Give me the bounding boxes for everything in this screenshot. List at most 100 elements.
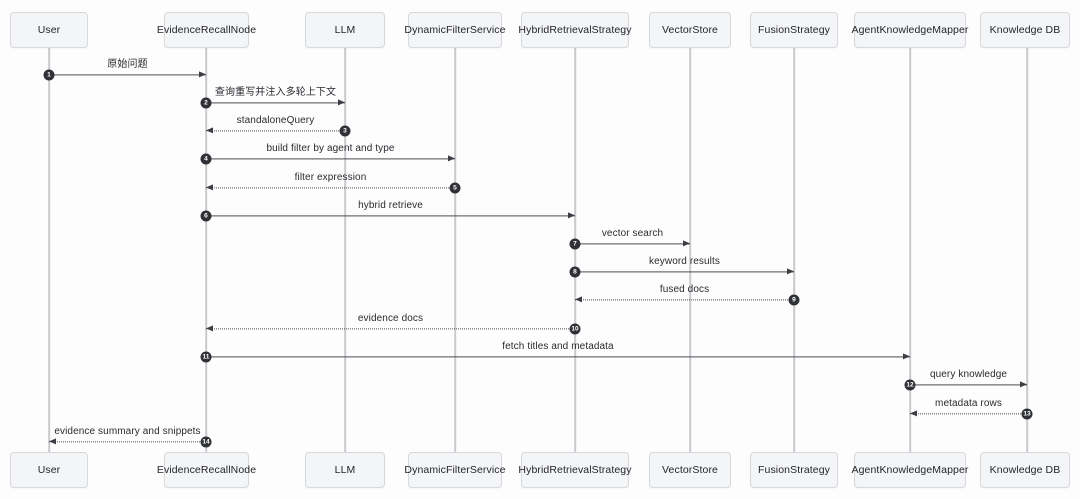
header-participant-hybrid_retrieval_strategy[interactable]: HybridRetrievalStrategy: [518, 12, 632, 48]
footer-participant-llm[interactable]: LLM: [305, 452, 385, 488]
arrowhead-4: [448, 155, 455, 162]
footer-participant-dynamic_filter_service[interactable]: DynamicFilterService: [404, 452, 505, 488]
message-line-9: [575, 299, 794, 301]
footer-participant-evidence_recall_node[interactable]: EvidenceRecallNode: [157, 452, 256, 488]
lifeline-fusion_strategy: [793, 47, 795, 452]
sequence-badge-13: 13: [1021, 408, 1033, 420]
participant-label: User: [37, 24, 61, 36]
lifeline-user: [48, 47, 50, 452]
sequence-badge-7: 7: [569, 238, 581, 250]
lifeline-llm: [344, 47, 346, 452]
footer-participant-knowledge_db[interactable]: Knowledge DB: [980, 452, 1070, 488]
sequence-badge-14: 14: [200, 436, 212, 448]
arrowhead-1: [199, 71, 206, 78]
header-participant-dynamic_filter_service[interactable]: DynamicFilterService: [404, 12, 505, 48]
lifeline-vector_store: [689, 47, 691, 452]
sequence-badge-4: 4: [200, 153, 212, 165]
arrowhead-6: [568, 212, 575, 219]
message-label-7: vector search: [601, 228, 664, 239]
message-label-13: metadata rows: [935, 398, 1002, 409]
participant-label: DynamicFilterService: [404, 464, 506, 476]
participant-label: FusionStrategy: [757, 24, 831, 36]
message-label-5: filter expression: [294, 172, 367, 183]
sequence-badge-8: 8: [569, 266, 581, 278]
message-label-12: query knowledge: [929, 369, 1008, 380]
participant-label: VectorStore: [662, 464, 718, 476]
lifeline-knowledge_db: [1026, 47, 1028, 452]
participant-label: AgentKnowledgeMapper: [851, 464, 969, 476]
message-label-8: keyword results: [649, 256, 720, 267]
header-participant-fusion_strategy[interactable]: FusionStrategy: [750, 12, 838, 48]
footer-participant-hybrid_retrieval_strategy[interactable]: HybridRetrievalStrategy: [518, 452, 632, 488]
message-line-6: [206, 215, 575, 217]
header-participant-agent_knowledge_mapper[interactable]: AgentKnowledgeMapper: [851, 12, 969, 48]
arrowhead-5: [206, 184, 213, 191]
arrowhead-9: [575, 296, 582, 303]
participant-label: EvidenceRecallNode: [156, 24, 257, 36]
message-line-2: [206, 102, 345, 104]
sequence-badge-3: 3: [339, 125, 351, 137]
arrowhead-2: [338, 99, 345, 106]
participant-label: VectorStore: [662, 24, 718, 36]
lifeline-evidence_recall_node: [205, 47, 207, 452]
message-line-14: [49, 441, 206, 443]
message-line-8: [575, 271, 794, 273]
participant-label: EvidenceRecallNode: [156, 464, 257, 476]
arrowhead-13: [910, 410, 917, 417]
footer-participant-agent_knowledge_mapper[interactable]: AgentKnowledgeMapper: [851, 452, 969, 488]
message-line-7: [575, 243, 690, 245]
participant-label: User: [37, 464, 61, 476]
message-line-5: [206, 187, 455, 189]
sequence-badge-6: 6: [200, 210, 212, 222]
participant-label: AgentKnowledgeMapper: [851, 24, 969, 36]
arrowhead-3: [206, 127, 213, 134]
message-label-10: evidence docs: [357, 313, 424, 324]
message-label-14: evidence summary and snippets: [54, 426, 201, 437]
message-label-3: standaloneQuery: [236, 115, 315, 126]
header-participant-llm[interactable]: LLM: [305, 12, 385, 48]
footer-participant-user[interactable]: User: [10, 452, 88, 488]
sequence-badge-2: 2: [200, 97, 212, 109]
sequence-badge-12: 12: [904, 379, 916, 391]
participant-label: FusionStrategy: [757, 464, 831, 476]
sequence-badge-1: 1: [43, 69, 55, 81]
message-line-1: [49, 74, 206, 76]
arrowhead-14: [49, 438, 56, 445]
message-label-1: 原始问题: [107, 59, 148, 70]
header-participant-vector_store[interactable]: VectorStore: [649, 12, 731, 48]
sequence-badge-9: 9: [788, 294, 800, 306]
message-line-4: [206, 158, 455, 160]
sequence-badge-11: 11: [200, 351, 212, 363]
participant-label: LLM: [334, 464, 356, 476]
message-line-13: [910, 413, 1027, 415]
arrowhead-10: [206, 325, 213, 332]
message-label-11: fetch titles and metadata: [502, 341, 614, 352]
sequence-badge-10: 10: [569, 323, 581, 335]
arrowhead-7: [683, 240, 690, 247]
arrowhead-8: [787, 268, 794, 275]
footer-participant-vector_store[interactable]: VectorStore: [649, 452, 731, 488]
header-participant-user[interactable]: User: [10, 12, 88, 48]
participant-label: DynamicFilterService: [404, 24, 506, 36]
sequence-badge-5: 5: [449, 182, 461, 194]
arrowhead-11: [903, 353, 910, 360]
participant-label: Knowledge DB: [989, 464, 1061, 476]
participant-label: HybridRetrievalStrategy: [518, 24, 632, 36]
message-line-3: [206, 130, 345, 132]
participant-label: LLM: [334, 24, 356, 36]
lifeline-dynamic_filter_service: [454, 47, 456, 452]
message-line-11: [206, 356, 910, 358]
lifeline-agent_knowledge_mapper: [909, 47, 911, 452]
lifeline-hybrid_retrieval_strategy: [574, 47, 576, 452]
header-participant-evidence_recall_node[interactable]: EvidenceRecallNode: [157, 12, 256, 48]
arrowhead-12: [1020, 381, 1027, 388]
message-line-10: [206, 328, 575, 330]
message-label-4: build filter by agent and type: [266, 143, 395, 154]
message-label-9: fused docs: [659, 284, 710, 295]
participant-label: HybridRetrievalStrategy: [518, 464, 632, 476]
footer-participant-fusion_strategy[interactable]: FusionStrategy: [750, 452, 838, 488]
header-participant-knowledge_db[interactable]: Knowledge DB: [980, 12, 1070, 48]
message-label-6: hybrid retrieve: [358, 200, 423, 211]
message-label-2: 查询重写并注入多轮上下文: [214, 87, 337, 98]
